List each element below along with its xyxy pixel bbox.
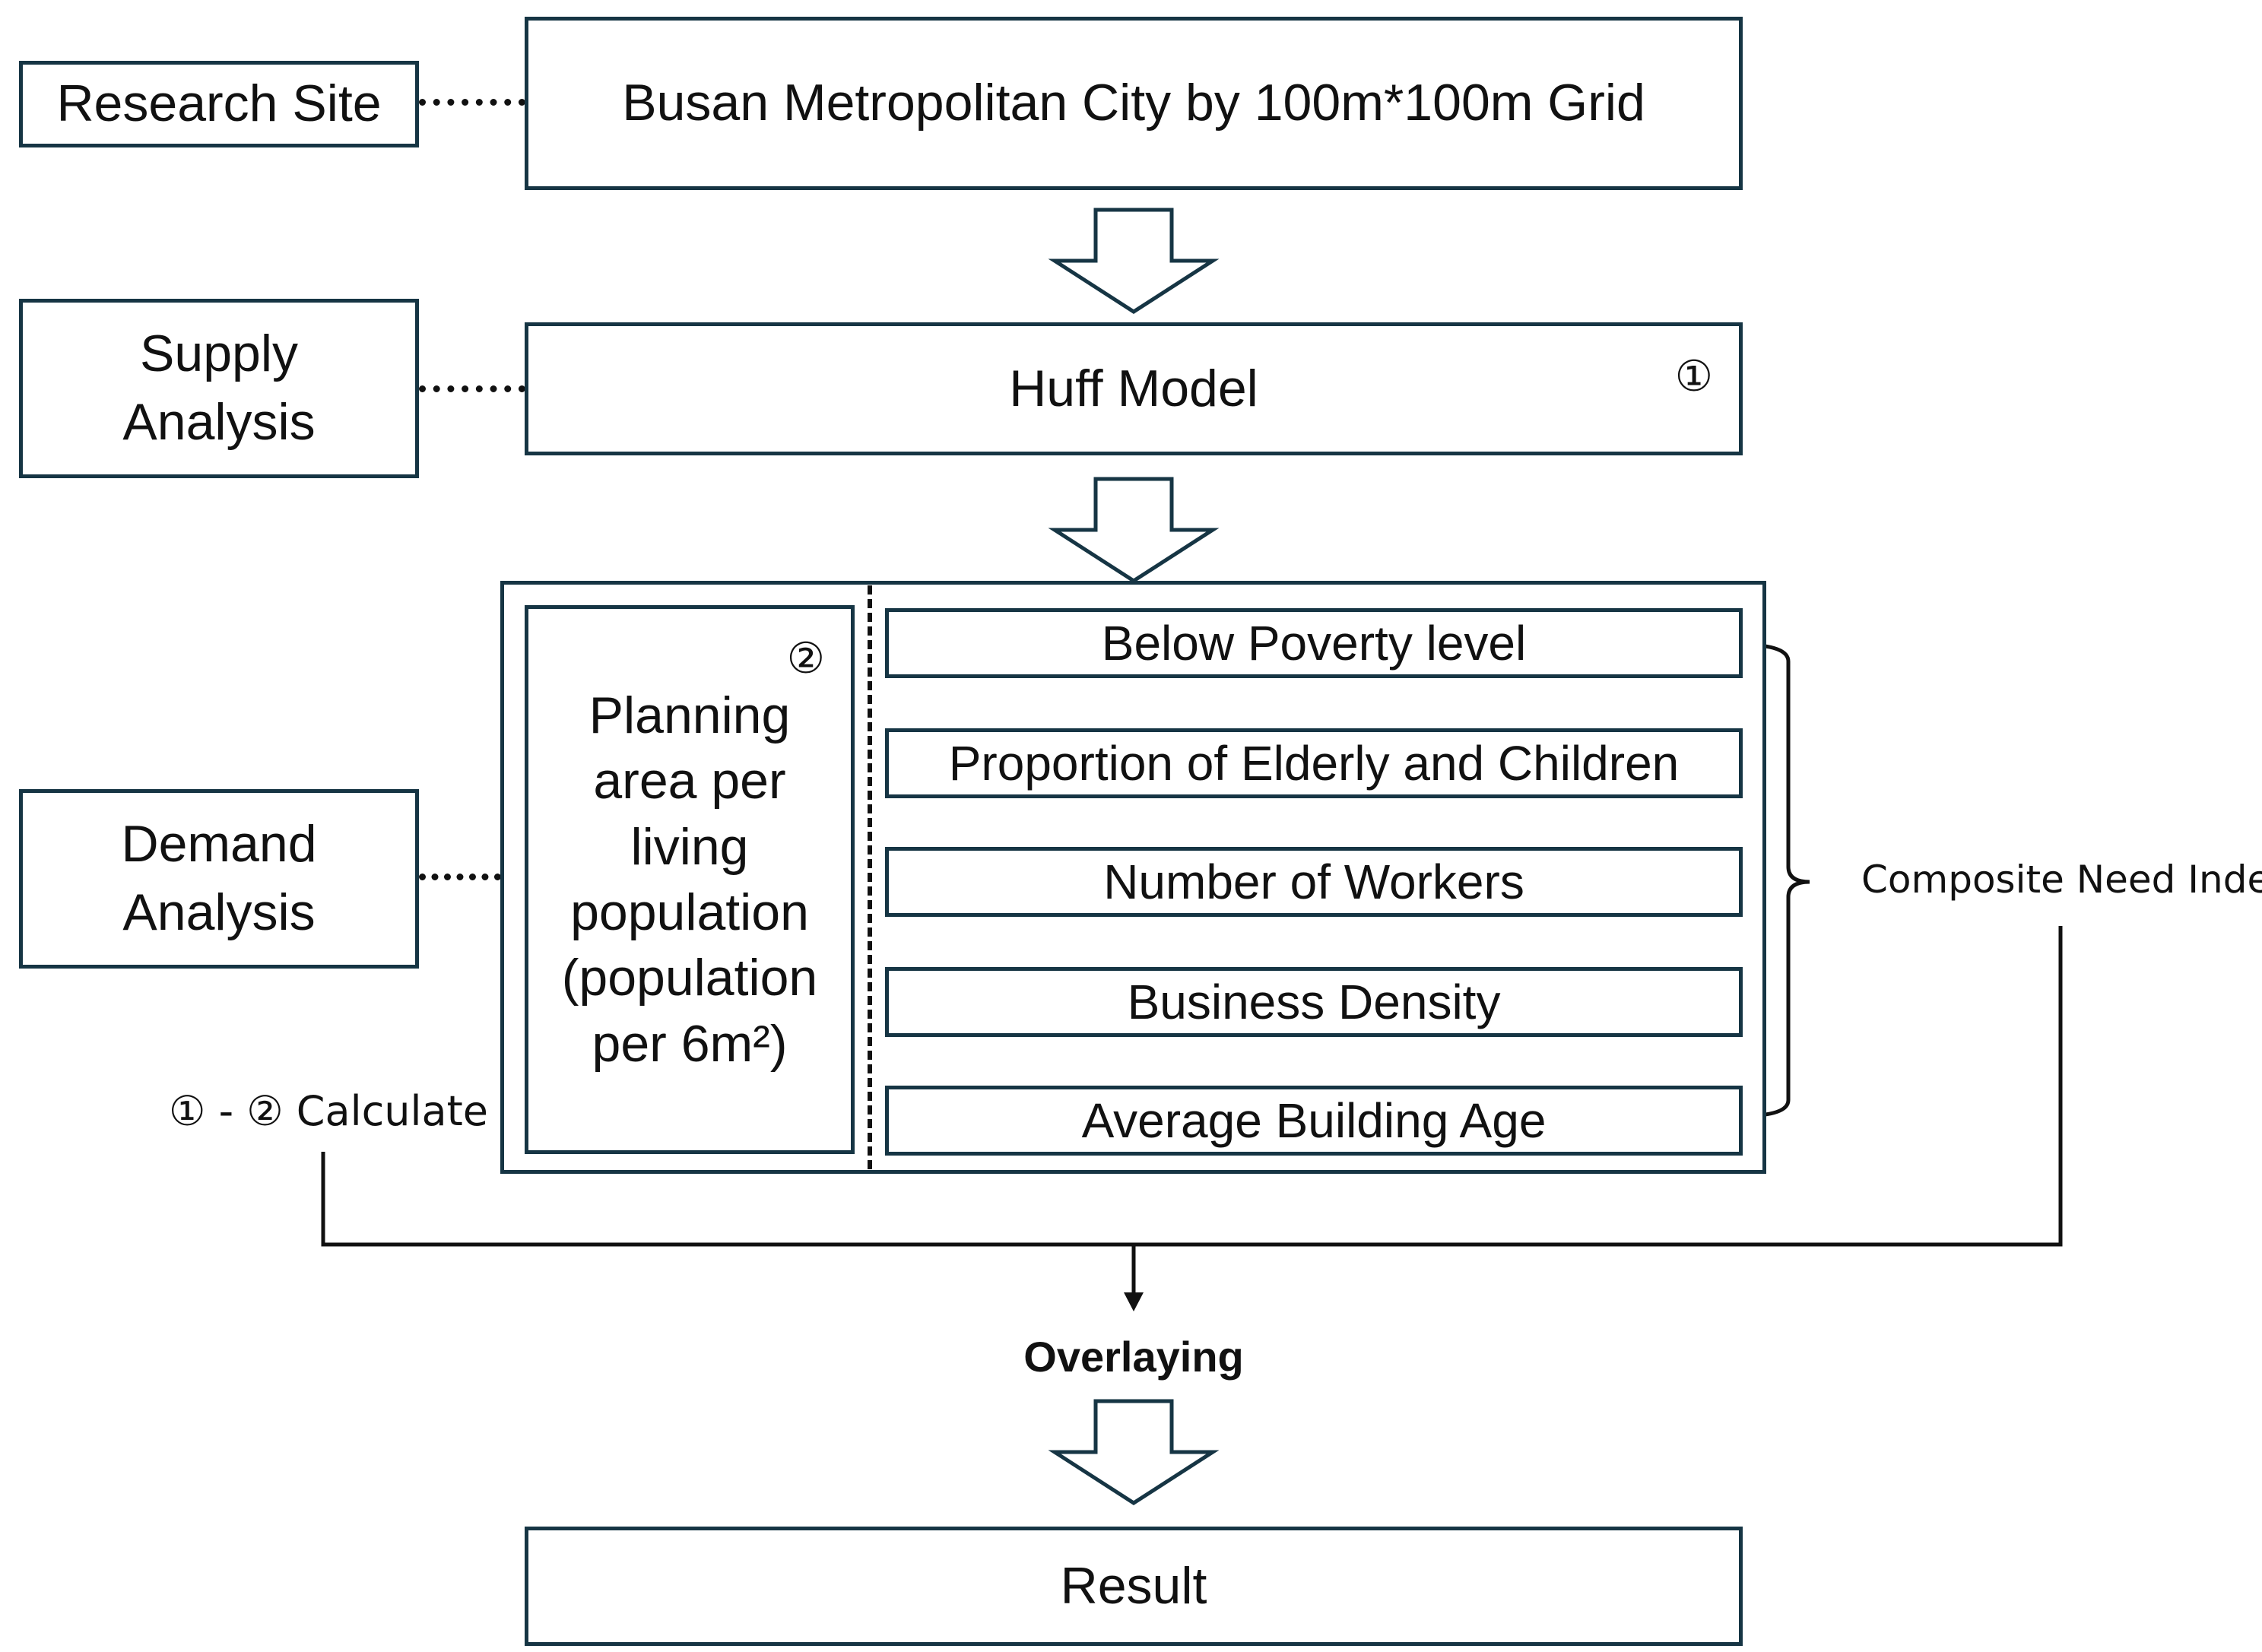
demand-analysis-box: Demand Analysis (19, 789, 419, 969)
composite-need-index-label: Composite Need Index (1861, 858, 2262, 902)
research-dotted-connector (419, 99, 525, 106)
planning-line-3: living (630, 817, 749, 876)
supply-label-line2: Analysis (122, 393, 316, 451)
composite-brace (1740, 642, 1810, 1118)
planning-box: ② Planning area per living population (p… (525, 605, 855, 1154)
indicator-label: Proportion of Elderly and Children (948, 736, 1680, 791)
planning-line-5: (population (561, 949, 818, 1007)
indicator-label: Average Building Age (1081, 1093, 1547, 1148)
down-arrow-2 (1048, 477, 1220, 583)
demand-label-line2: Analysis (122, 883, 316, 941)
indicator-box-elderly-children: Proportion of Elderly and Children (885, 728, 1743, 798)
merge-arrowhead (1124, 1292, 1144, 1311)
research-site-box: Research Site (19, 61, 419, 147)
indicator-label: Business Density (1127, 975, 1501, 1029)
huff-model-box: Huff Model ① (525, 322, 1743, 455)
indicator-label: Below Poverty level (1101, 616, 1527, 671)
supply-label-line1: Supply (140, 325, 298, 383)
indicator-box-workers: Number of Workers (885, 847, 1743, 917)
site-label: Busan Metropolitan City by 100m*100m Gri… (622, 74, 1645, 132)
indicator-box-business-density: Business Density (885, 967, 1743, 1037)
indicator-box-poverty: Below Poverty level (885, 608, 1743, 678)
dashed-divider (868, 585, 872, 1169)
down-arrow-1 (1048, 208, 1220, 314)
indicator-box-building-age: Average Building Age (885, 1086, 1743, 1156)
supply-dotted-connector (419, 385, 525, 392)
demand-label-line1: Demand (121, 815, 317, 874)
site-box: Busan Metropolitan City by 100m*100m Gri… (525, 17, 1743, 190)
huff-model-label: Huff Model (1009, 359, 1258, 417)
research-site-label: Research Site (56, 75, 382, 133)
indicator-label: Number of Workers (1103, 855, 1524, 909)
supply-analysis-box: Supply Analysis (19, 299, 419, 478)
result-box: Result (525, 1527, 1743, 1646)
planning-line-1: Planning (589, 686, 791, 744)
huff-marker: ① (1674, 352, 1713, 401)
overlaying-label: Overlaying (1023, 1333, 1244, 1381)
result-label: Result (1060, 1556, 1207, 1615)
planning-marker: ② (786, 634, 825, 683)
planning-line-2: area per (593, 752, 786, 810)
merge-line (321, 926, 2063, 1247)
down-arrow-3 (1048, 1399, 1220, 1505)
calculate-label: ① - ② Calculate (169, 1087, 489, 1135)
demand-dotted-connector (419, 874, 501, 880)
planning-line-6: per 6m²) (592, 1014, 788, 1073)
planning-line-4: population (570, 883, 809, 941)
